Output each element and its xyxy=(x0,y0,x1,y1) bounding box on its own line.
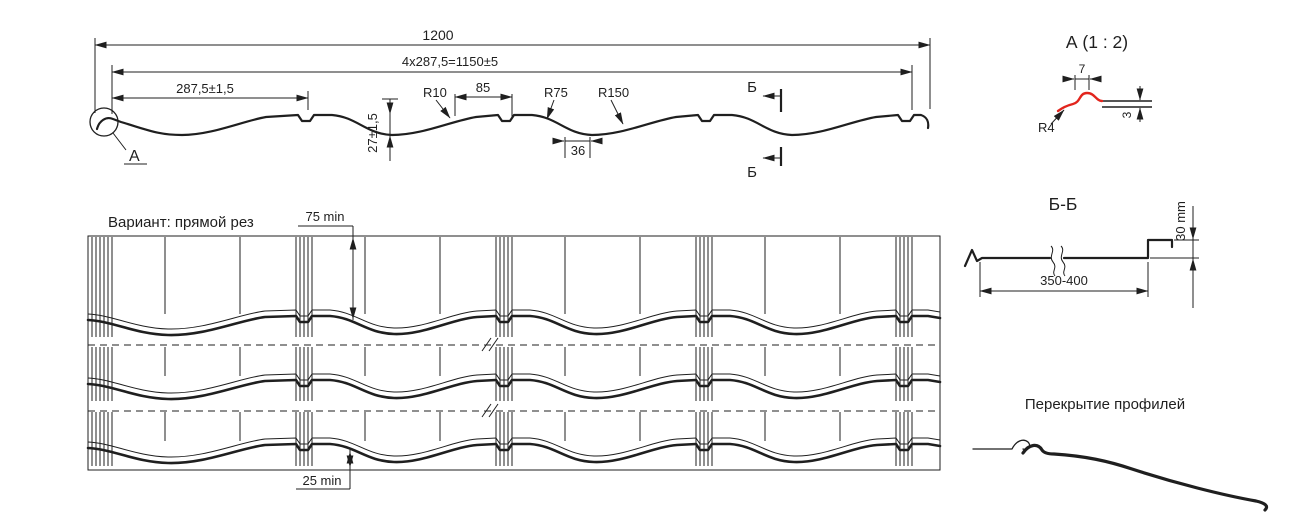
detail-a-leader xyxy=(112,132,147,165)
detail-a-marker-label: А xyxy=(129,148,140,165)
section-label-top: Б xyxy=(747,79,757,96)
detail-a-view: А (1 : 2) 7 R4 3 xyxy=(1038,32,1152,135)
section-bb-profile xyxy=(963,238,1174,268)
dim-r150-label: R150 xyxy=(598,85,629,100)
dim-25min-label: 25 min xyxy=(302,473,341,488)
dim-7-label: 7 xyxy=(1079,62,1086,76)
dim-height-label: 27±1,5 xyxy=(365,113,380,153)
single-rib-lines-row2 xyxy=(164,347,841,376)
dim-36-label: 36 xyxy=(571,143,585,158)
module-boundary-dashed-lines xyxy=(88,344,940,412)
dim-r75-leader xyxy=(546,99,555,120)
dim-1200-label: 1200 xyxy=(422,27,453,43)
profile-outline xyxy=(95,113,930,137)
dim-r150-leader xyxy=(610,99,624,125)
section-bb-view: Б-Б 350-400 30 mm xyxy=(963,194,1199,308)
dim-r10-leader xyxy=(435,99,451,119)
dim-modules-label: 4x287,5=1150±5 xyxy=(402,54,498,69)
cross-section-view: А 1200 4x287,5=1150±5 287,5±1,5 R10 85 R… xyxy=(89,27,931,181)
single-rib-lines-row1 xyxy=(164,237,841,314)
overlap-view: Перекрытие профилей xyxy=(972,396,1269,512)
section-label-bottom: Б xyxy=(747,164,757,181)
wave-line-thin-row1 xyxy=(87,309,941,330)
overlap-upper-sheet-line xyxy=(972,439,1031,451)
dim-7-extensions xyxy=(1074,75,1090,90)
dim-r4-label: R4 xyxy=(1038,120,1055,135)
rib-group-lines-row2 xyxy=(91,347,913,401)
rib-group-lines-row1 xyxy=(91,237,913,337)
dim-r10-label: R10 xyxy=(423,85,447,100)
wave-line-thick-row3 xyxy=(86,442,942,465)
dim-module-label: 287,5±1,5 xyxy=(176,81,234,96)
dim-75min-label: 75 min xyxy=(305,209,344,224)
wave-line-thin-row2 xyxy=(87,373,941,394)
dim-30-extensions xyxy=(1150,206,1199,308)
dim-1200-extensions xyxy=(94,38,931,113)
rib-group-lines-row3 xyxy=(91,412,913,466)
dim-30-label: 30 mm xyxy=(1173,201,1188,241)
wave-line-thick-row1 xyxy=(86,314,942,337)
detail-edge-curl-red xyxy=(1056,91,1104,113)
overlap-title: Перекрытие профилей xyxy=(1025,396,1185,413)
dim-36-extensions xyxy=(564,137,591,158)
wave-line-thin-row3 xyxy=(87,437,941,458)
break-marks xyxy=(481,337,499,418)
dim-3-label: 3 xyxy=(1120,111,1134,118)
detail-a-circle xyxy=(89,107,119,137)
dim-r75-label: R75 xyxy=(544,85,568,100)
plan-view-title: Вариант: прямой рез xyxy=(108,214,254,231)
detail-a-title: А (1 : 2) xyxy=(1066,32,1128,52)
dim-r4-leader xyxy=(1050,109,1065,125)
plan-view: Вариант: прямой рез 75 min 25 min xyxy=(86,209,942,490)
detail-sheet-lines xyxy=(1102,100,1152,108)
overlap-lower-sheet-line xyxy=(1021,443,1269,512)
sheet-outline xyxy=(87,235,941,471)
dim-75min-line xyxy=(298,225,354,320)
dim-350-label: 350-400 xyxy=(1040,273,1088,288)
single-rib-lines-row3 xyxy=(164,412,841,441)
section-bb-break-marks xyxy=(1050,245,1066,277)
wave-line-thick-row2 xyxy=(86,378,942,401)
section-bb-title: Б-Б xyxy=(1049,194,1078,214)
dim-85-label: 85 xyxy=(476,80,490,95)
